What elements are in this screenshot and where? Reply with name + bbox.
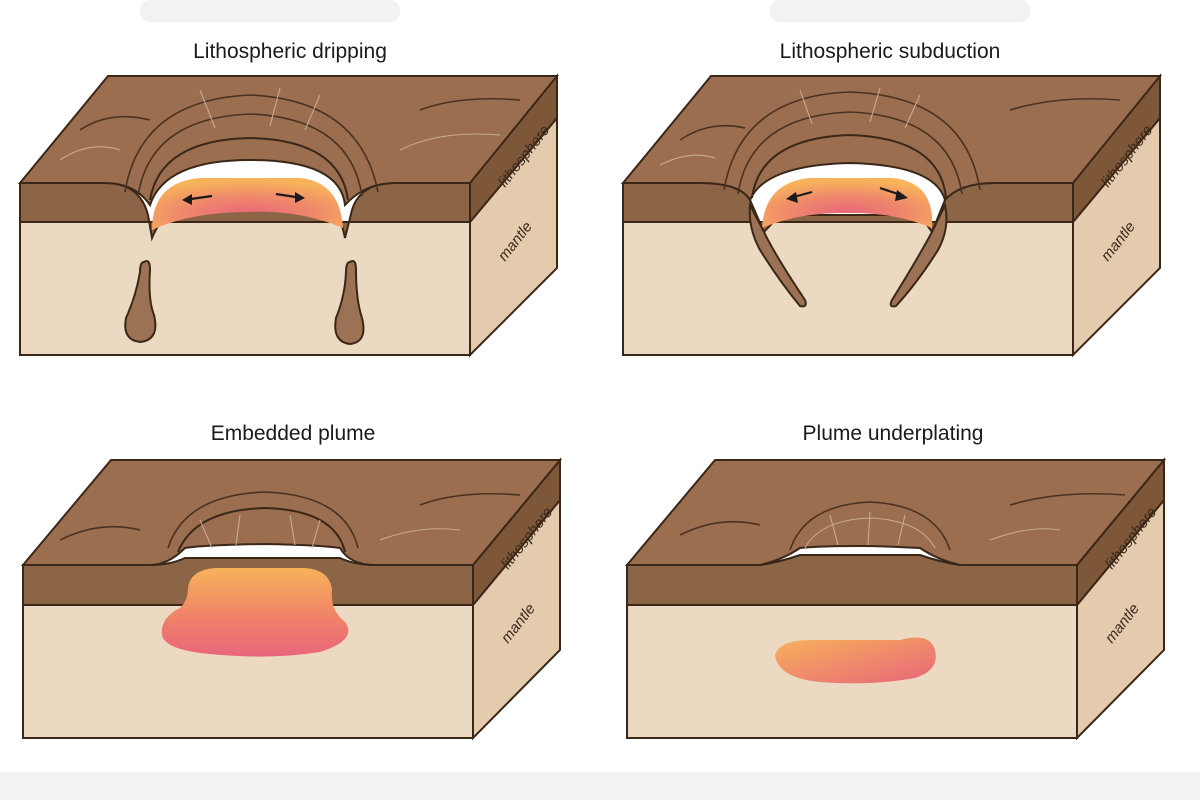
ridge-outer	[723, 91, 981, 191]
ridge-outer	[789, 501, 951, 551]
ridge-outer	[124, 94, 379, 193]
subducting-slab-left	[748, 201, 807, 308]
subducting-slab-right	[889, 201, 948, 308]
panel-lithospheric-dripping: Lithospheric dripping lithosphere	[17, 40, 560, 358]
panel-title: Lithospheric subduction	[780, 40, 1001, 63]
crack-2	[399, 133, 501, 151]
crack-4	[799, 87, 921, 129]
crack-4	[989, 528, 1061, 541]
panel-title: Plume underplating	[803, 422, 984, 445]
crack-5	[199, 87, 321, 131]
crack-1	[679, 520, 761, 536]
lithosphere-top-surface	[20, 459, 563, 566]
spreading-arrows	[786, 186, 908, 203]
panel-embedded-plume: Embedded plume lithosphere mantle	[20, 422, 563, 741]
lithospheric-drip-right	[334, 260, 365, 346]
lithosphere-top-surface	[624, 459, 1167, 566]
crack-4	[379, 528, 461, 541]
mantle-front-face	[19, 221, 471, 356]
crack-3	[829, 511, 906, 546]
ridge-inner	[177, 506, 346, 553]
crack-3	[199, 514, 321, 549]
panel-plume-underplating: Plume underplating lithosphere mantle	[624, 422, 1167, 741]
crack-1	[59, 525, 141, 541]
ridge-outer	[167, 491, 359, 549]
underplated-plume	[775, 637, 936, 684]
panel-title: Embedded plume	[211, 422, 376, 445]
spreading-arrows	[182, 192, 305, 205]
crack-2	[419, 492, 521, 506]
crack-4	[419, 97, 521, 111]
lithosphere-top-surface	[620, 75, 1163, 203]
panel-title: Lithospheric dripping	[193, 40, 387, 63]
panel-lithospheric-subduction: Lithospheric subduction lithosphere mant…	[620, 40, 1163, 358]
mantle-front-face	[622, 221, 1074, 356]
crack-1	[679, 124, 746, 141]
ridge-inner	[751, 133, 947, 199]
crack-1	[59, 146, 121, 161]
top-haze-right	[770, 0, 1030, 22]
ridge-mid	[137, 113, 363, 197]
ridge-mid	[737, 111, 963, 195]
ridge-inner	[149, 136, 349, 201]
crack-2	[1009, 492, 1126, 506]
lithospheric-drip-left	[124, 260, 157, 344]
hot-plume-region	[152, 178, 343, 230]
bottom-haze	[0, 772, 1200, 800]
crack-2	[1009, 97, 1121, 111]
crack-3	[659, 154, 716, 166]
embedded-plume	[161, 568, 349, 657]
crack-3	[79, 115, 151, 131]
top-haze-left	[140, 0, 400, 22]
